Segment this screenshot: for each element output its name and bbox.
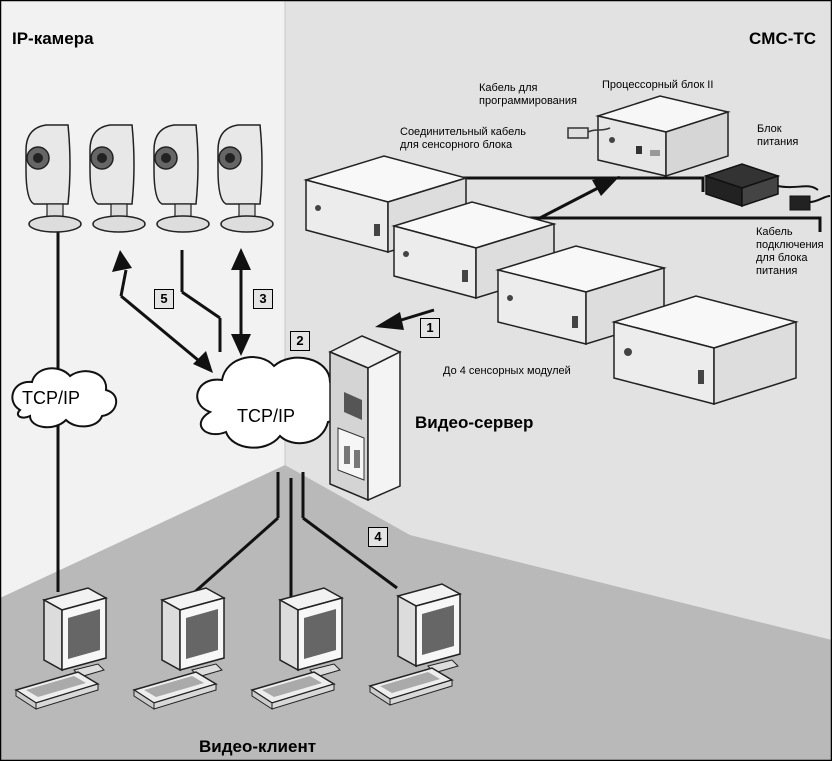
- connection-lines: [56, 176, 822, 600]
- processor-unit-label: Процессорный блок II: [602, 79, 714, 91]
- power-unit-label: Блок питания: [757, 123, 799, 148]
- step-marker-3: 3: [253, 289, 273, 309]
- processor-unit-icon: [595, 95, 731, 178]
- video-server-label: Видео-сервер: [415, 413, 534, 432]
- sensor-unit-icon-3: [495, 245, 667, 346]
- computer-icon-3: [250, 587, 344, 710]
- ip-camera-icon-2: [89, 124, 146, 233]
- sensor-unit-icon-2: [391, 201, 557, 300]
- ip-camera-icon-1: [25, 124, 82, 233]
- power-supply-icon: [703, 163, 831, 211]
- computer-icon-1: [14, 587, 108, 710]
- computer-icon-4: [368, 583, 462, 706]
- programming-cable-icon: [567, 127, 611, 139]
- step-marker-4: 4: [368, 527, 388, 547]
- step-marker-2: 2: [290, 331, 310, 351]
- step-marker-5: 5: [154, 289, 174, 309]
- sensor-unit-icon-4: [611, 295, 799, 406]
- video-client-label: Видео-клиент: [199, 737, 317, 756]
- programming-cable-label: Кабель для программирования: [479, 82, 577, 107]
- cmc-tc-title: CMC-TC: [749, 29, 817, 48]
- ip-camera-title: IP-камера: [12, 29, 94, 48]
- tcp-ip-center-label: TCP/IP: [237, 406, 296, 426]
- tcp-ip-left-label: TCP/IP: [22, 388, 81, 408]
- ip-camera-icon-4: [217, 124, 274, 233]
- sensor-connection-cable-label: Соединительный кабель для сенсорного бло…: [400, 126, 526, 151]
- computer-icon-2: [132, 587, 226, 710]
- sensor-modules-count-label: До 4 сенсорных модулей: [443, 365, 571, 377]
- tcp-ip-cloud-left: [11, 367, 117, 429]
- video-server-rack-icon: [328, 335, 402, 502]
- power-cable-label: Кабель подключения для блока питания: [756, 226, 824, 277]
- ip-camera-icon-3: [153, 124, 210, 233]
- step-marker-1: 1: [420, 318, 440, 338]
